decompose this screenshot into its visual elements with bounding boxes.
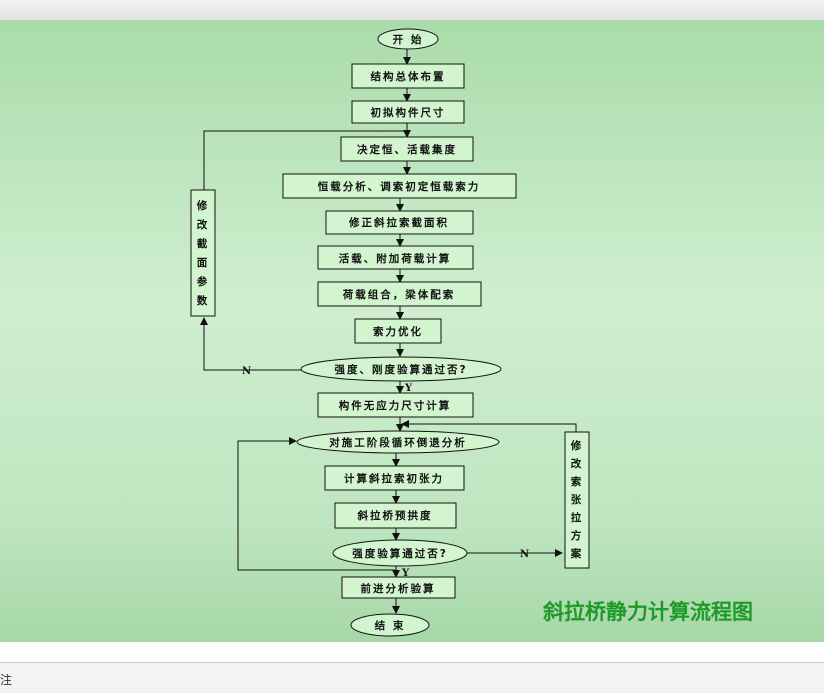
node-optimize: 索力优化	[354, 318, 442, 344]
svg-text:改: 改	[571, 457, 584, 470]
node-layout: 结构总体布置	[351, 63, 465, 89]
label-no-1: N	[242, 366, 251, 377]
svg-text:计算斜拉索初张力: 计算斜拉索初张力	[344, 472, 444, 485]
svg-text:修: 修	[196, 199, 210, 212]
svg-text:索力优化: 索力优化	[373, 325, 423, 338]
node-stressfree: 构件无应力尺寸计算	[317, 392, 474, 418]
notes-pane[interactable]: 注	[0, 662, 824, 693]
diagram-title: 斜拉桥静力计算流程图	[542, 599, 753, 624]
node-end: 结 束	[350, 613, 430, 637]
svg-text:方: 方	[571, 529, 584, 542]
node-loads: 决定恒、活载集度	[340, 136, 474, 162]
node-combo: 荷载组合，梁体配索	[317, 281, 482, 307]
svg-text:决定恒、活载集度: 决定恒、活载集度	[357, 143, 457, 156]
node-modify-section: 修 改 截 面 参 数	[190, 189, 216, 317]
svg-text:初拟构件尺寸: 初拟构件尺寸	[371, 106, 446, 119]
svg-text:构件无应力尺寸计算: 构件无应力尺寸计算	[339, 399, 452, 412]
svg-text:荷载组合，梁体配索: 荷载组合，梁体配索	[342, 288, 456, 301]
connectors	[200, 49, 577, 614]
node-camber: 斜拉桥预拱度	[334, 502, 457, 529]
svg-text:结构总体布置: 结构总体布置	[371, 70, 446, 83]
node-live: 活载、附加荷载计算	[317, 245, 474, 270]
svg-text:参: 参	[197, 275, 210, 288]
svg-text:拉: 拉	[571, 511, 584, 524]
svg-text:张: 张	[571, 493, 584, 506]
svg-text:对施工阶段循环倒退分析: 对施工阶段循环倒退分析	[329, 436, 467, 449]
node-tension: 计算斜拉索初张力	[324, 465, 465, 491]
svg-text:强度验算通过否?: 强度验算通过否?	[352, 547, 448, 560]
label-yes-2: Y	[401, 568, 410, 579]
label-yes-1: Y	[404, 383, 413, 394]
node-start: 开 始	[377, 28, 439, 50]
notes-label: 注	[0, 673, 13, 687]
svg-text:活载、附加荷载计算: 活载、附加荷载计算	[339, 252, 452, 265]
node-deadload: 恒载分析、调索初定恒载索力	[282, 173, 517, 199]
svg-text:修正斜拉索截面积: 修正斜拉索截面积	[348, 216, 449, 229]
node-cable-area: 修正斜拉索截面积	[325, 210, 474, 235]
svg-text:面: 面	[197, 257, 210, 269]
node-modify-tension: 修 改 索 张 拉 方 案	[564, 431, 590, 569]
svg-text:修: 修	[570, 439, 584, 452]
svg-text:数: 数	[196, 294, 210, 307]
svg-text:索: 索	[571, 475, 584, 488]
node-backward: 对施工阶段循环倒退分析	[296, 430, 500, 454]
svg-text:前进分析验算: 前进分析验算	[361, 582, 436, 595]
label-no-2: N	[520, 549, 529, 560]
svg-text:案: 案	[570, 547, 584, 560]
node-check1: 强度、刚度验算通过否?	[300, 356, 502, 382]
node-check2: 强度验算通过否?	[332, 539, 468, 567]
svg-text:开 始: 开 始	[393, 33, 424, 46]
node-size: 初拟构件尺寸	[351, 100, 465, 124]
svg-text:强度、刚度验算通过否?: 强度、刚度验算通过否?	[334, 363, 467, 376]
svg-text:斜拉桥预拱度: 斜拉桥预拱度	[357, 509, 433, 522]
svg-text:改: 改	[197, 218, 210, 231]
svg-text:恒载分析、调索初定恒载索力: 恒载分析、调索初定恒载索力	[318, 180, 481, 193]
svg-text:结 束: 结 束	[375, 619, 406, 632]
slide-gap	[0, 642, 824, 662]
svg-text:截: 截	[197, 237, 210, 250]
node-forward: 前进分析验算	[341, 576, 456, 599]
